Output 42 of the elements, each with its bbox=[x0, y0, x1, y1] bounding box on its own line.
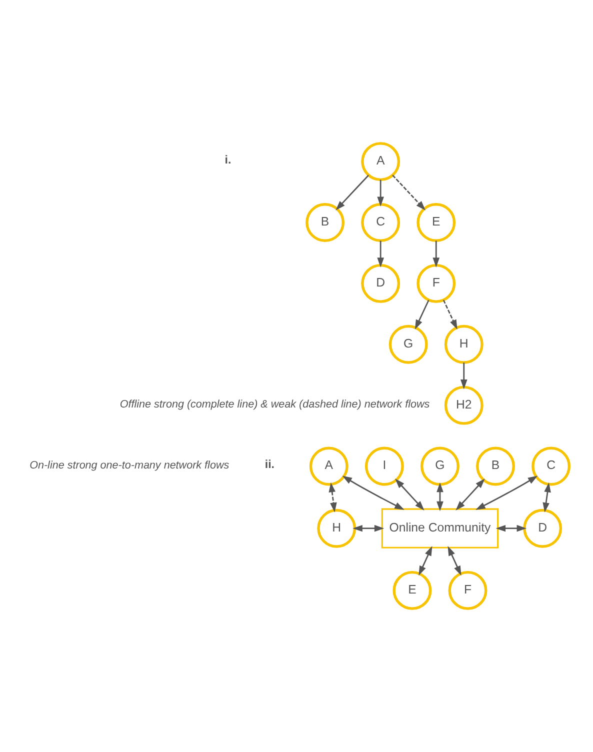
node-circle: F bbox=[448, 570, 488, 610]
arrow bbox=[460, 362, 468, 390]
arrow bbox=[392, 174, 426, 210]
node-circle: B bbox=[306, 203, 345, 242]
arrow bbox=[448, 546, 462, 576]
node-box: Online Community bbox=[381, 508, 499, 548]
node-circle: H bbox=[317, 508, 356, 548]
node-circle: D bbox=[523, 508, 562, 548]
node-circle: C bbox=[532, 446, 571, 486]
node-circle: G bbox=[388, 324, 428, 364]
arrow bbox=[328, 482, 337, 512]
arrow bbox=[456, 478, 485, 510]
arrow bbox=[542, 482, 551, 512]
label: On-line strong one-to-many network flows bbox=[30, 459, 230, 472]
arrow bbox=[418, 546, 432, 576]
arrow bbox=[476, 476, 538, 510]
node-circle: E bbox=[416, 203, 456, 242]
node-circle: D bbox=[361, 264, 400, 303]
arrow bbox=[436, 482, 444, 512]
node-circle: G bbox=[420, 446, 460, 486]
arrow bbox=[432, 240, 440, 268]
arrow bbox=[414, 300, 430, 330]
node-circle: B bbox=[476, 446, 515, 486]
node-circle: E bbox=[392, 570, 432, 610]
label: Offline strong (complete line) & weak (dashed line) network flows bbox=[120, 398, 430, 410]
arrow bbox=[342, 476, 404, 510]
node-circle: H bbox=[444, 324, 484, 364]
label: ii. bbox=[264, 459, 275, 472]
label: i. bbox=[224, 154, 232, 166]
arrow bbox=[496, 524, 527, 532]
node-circle: H2 bbox=[444, 386, 484, 425]
arrow bbox=[377, 180, 384, 206]
arrow bbox=[352, 524, 384, 532]
arrow bbox=[377, 240, 384, 268]
node-circle: C bbox=[361, 203, 400, 242]
arrow bbox=[336, 174, 370, 210]
node-circle: A bbox=[361, 142, 400, 182]
arrow bbox=[442, 300, 458, 330]
node-circle: A bbox=[309, 446, 348, 486]
node-circle: F bbox=[416, 264, 456, 303]
arrow bbox=[395, 478, 424, 510]
node-circle: I bbox=[364, 446, 404, 486]
